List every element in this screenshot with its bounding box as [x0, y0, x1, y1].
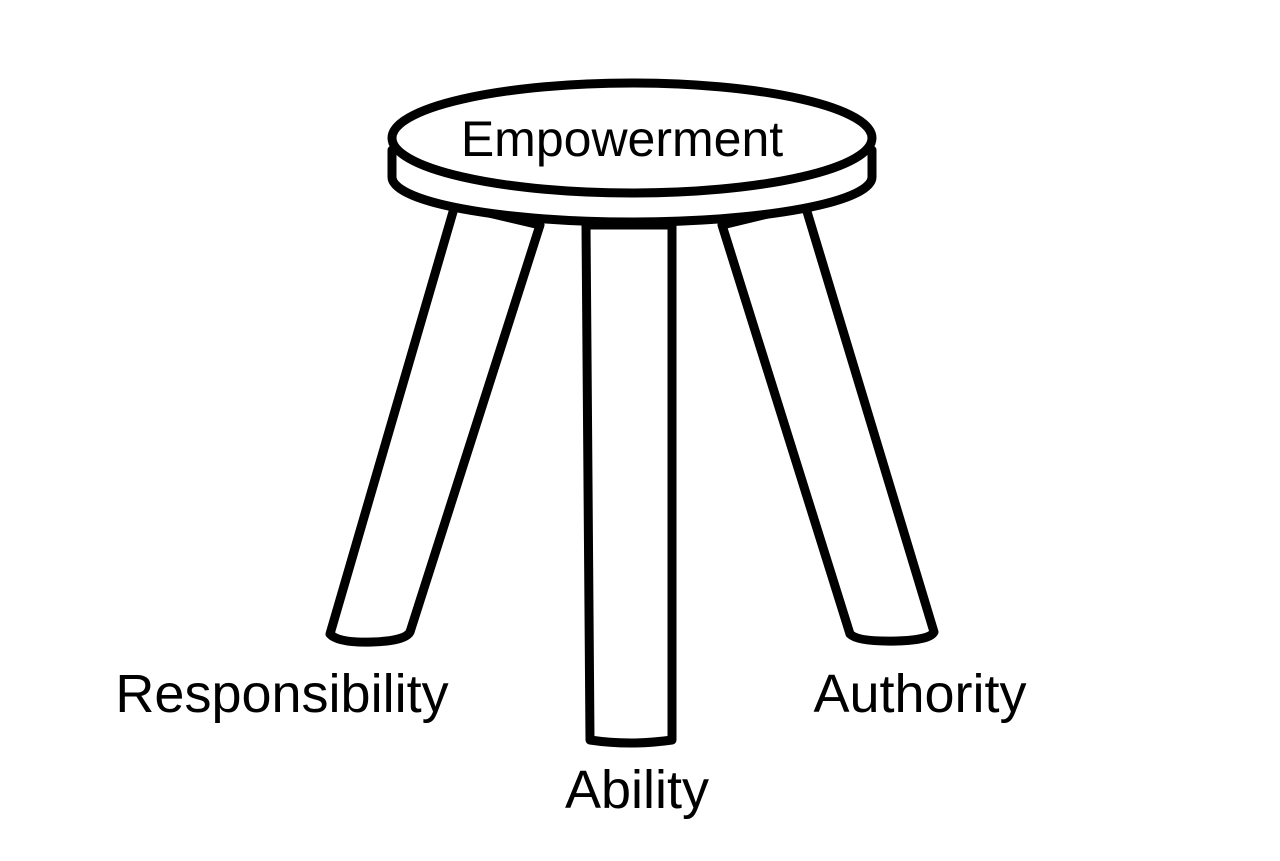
center-leg-label: Ability — [565, 760, 709, 820]
left-leg-label: Responsibility — [115, 664, 448, 724]
right-leg-label: Authority — [813, 664, 1026, 724]
center-leg — [581, 220, 677, 748]
stool-seat: Empowerment — [387, 78, 877, 227]
left-leg — [325, 200, 545, 647]
left-leg-shape — [325, 200, 545, 647]
seat-top — [387, 78, 877, 198]
right-leg-shape — [717, 200, 939, 646]
seat-label: Empowerment — [461, 111, 783, 167]
center-leg-shape — [581, 220, 677, 748]
right-leg — [717, 200, 939, 646]
